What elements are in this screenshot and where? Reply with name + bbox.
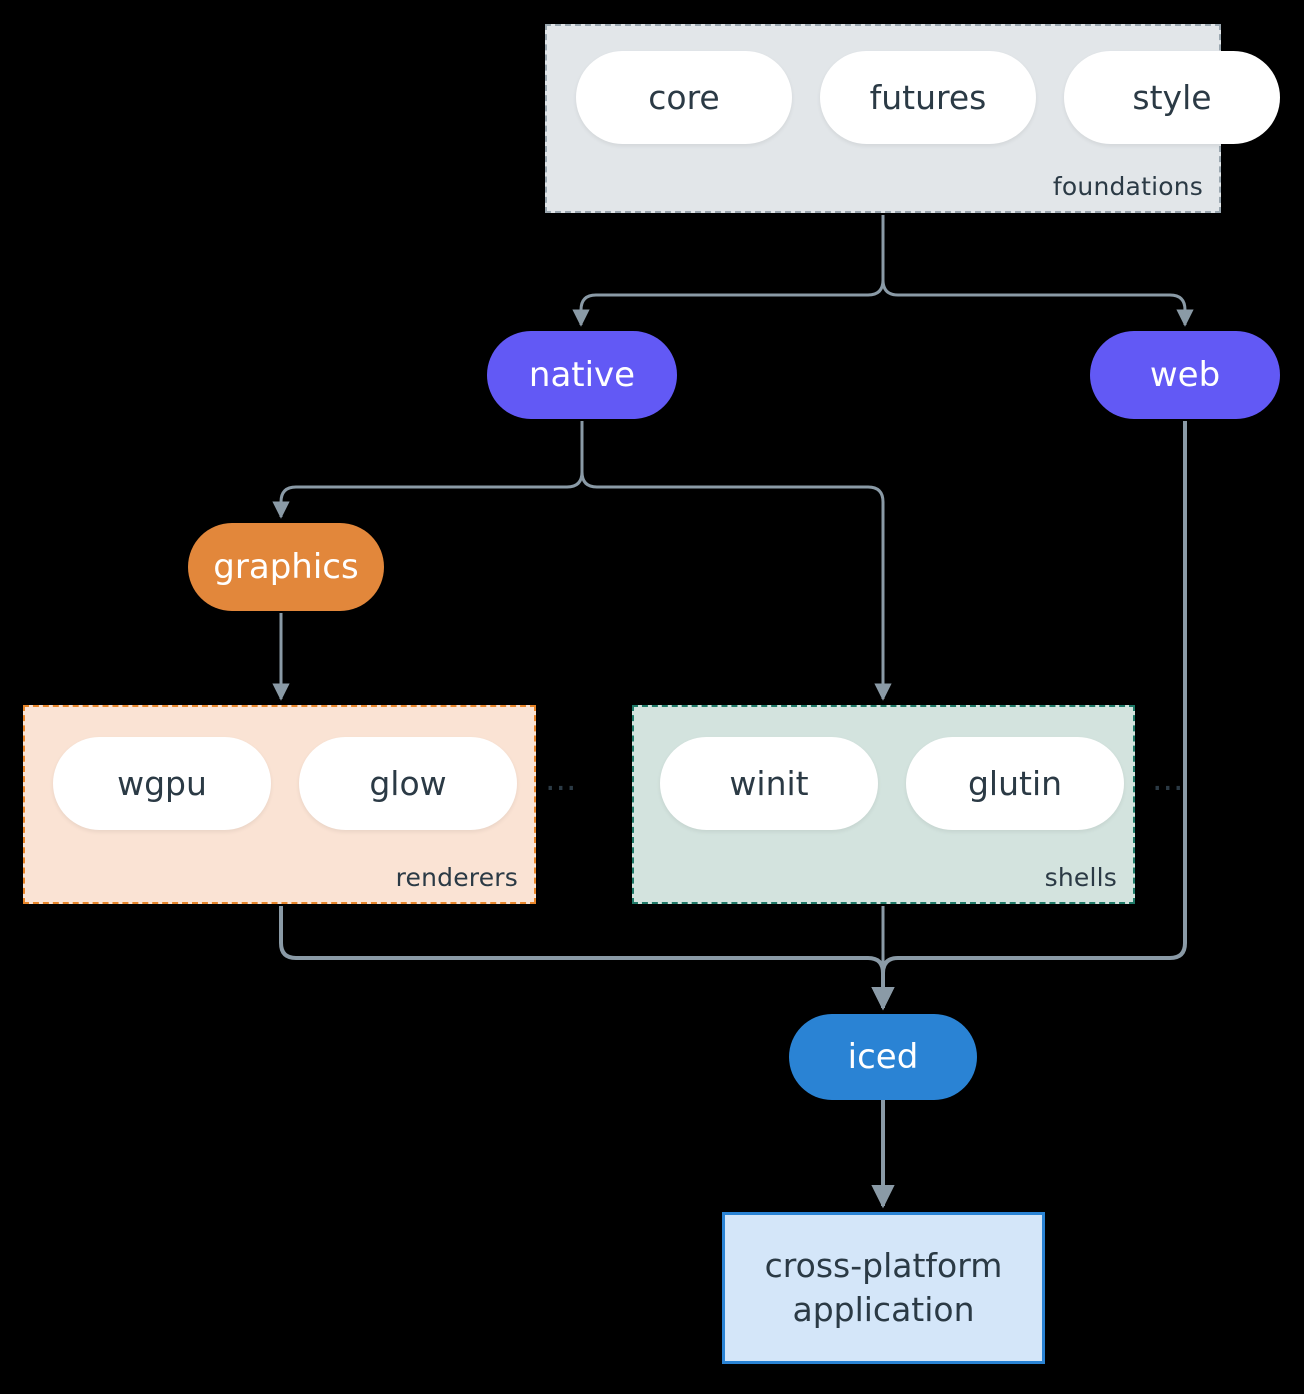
- group-label-shells: shells: [1044, 863, 1117, 892]
- chip-core[interactable]: core: [576, 51, 792, 144]
- group-shells: winit glutin ... shells: [632, 705, 1183, 904]
- node-cross-platform-application[interactable]: cross-platform application: [722, 1212, 1045, 1364]
- group-renderers: wgpu glow ... renderers: [23, 705, 576, 904]
- renderers-chip-row: wgpu glow ...: [53, 737, 576, 830]
- node-web[interactable]: web: [1090, 331, 1280, 419]
- foundations-chip-row: core futures style: [576, 51, 1280, 144]
- shells-chip-row: winit glutin ...: [660, 737, 1183, 830]
- application-line-1: cross-platform: [764, 1246, 1003, 1286]
- edge-renderers-to-iced: [279, 906, 895, 1011]
- node-native[interactable]: native: [487, 331, 677, 419]
- group-label-renderers: renderers: [395, 863, 518, 892]
- application-line-2: application: [792, 1290, 975, 1329]
- node-iced[interactable]: iced: [789, 1014, 977, 1100]
- node-graphics[interactable]: graphics: [188, 523, 384, 611]
- edge-foundations-split: [572, 215, 885, 327]
- group-label-foundations: foundations: [1052, 172, 1203, 201]
- chip-glutin[interactable]: glutin: [906, 737, 1124, 830]
- chip-glow[interactable]: glow: [299, 737, 517, 830]
- renderers-ellipsis: ...: [545, 758, 577, 798]
- group-foundations: core futures style foundations: [545, 24, 1280, 213]
- shells-ellipsis: ...: [1152, 758, 1184, 798]
- edge-native-to-graphics: [272, 421, 584, 519]
- chip-style[interactable]: style: [1064, 51, 1280, 144]
- edge-native-to-shells: [580, 421, 892, 701]
- chip-wgpu[interactable]: wgpu: [53, 737, 271, 830]
- edge-foundations-to-web: [881, 215, 1194, 327]
- chip-futures[interactable]: futures: [820, 51, 1036, 144]
- chip-winit[interactable]: winit: [660, 737, 878, 830]
